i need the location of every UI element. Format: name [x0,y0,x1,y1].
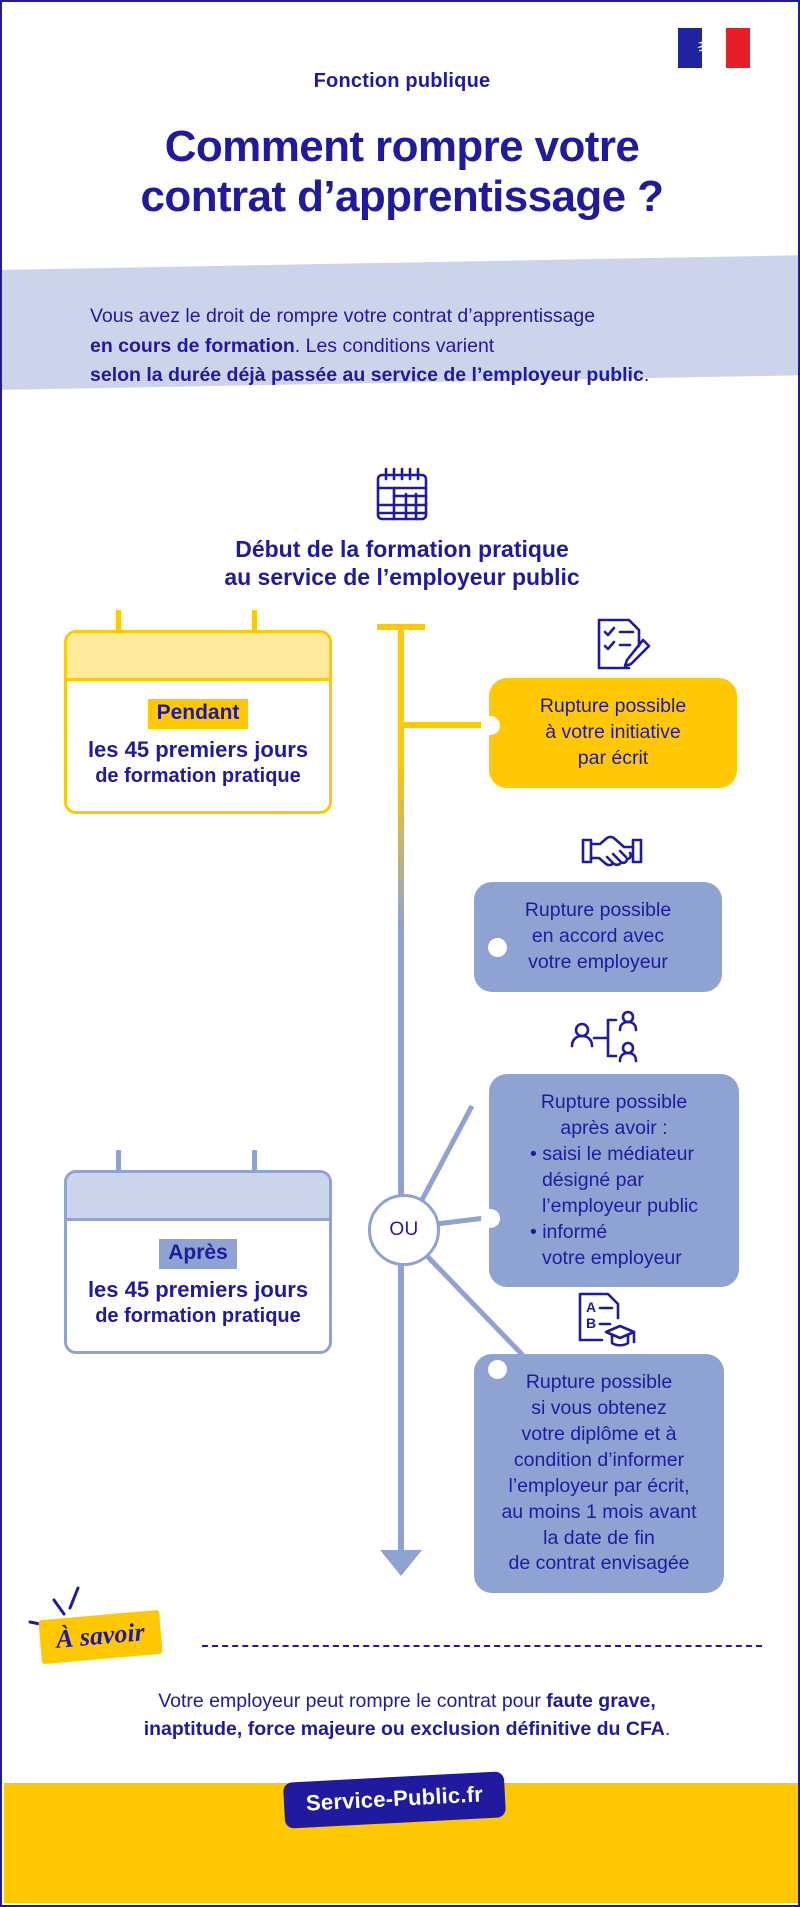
rupture-4-line-8: de contrat envisagée [508,1552,690,1575]
french-flag-icon [678,28,750,68]
a-savoir-text-period: . [664,1717,671,1740]
rupture-3-bullet-1-line-2: désigné par [541,1168,644,1191]
period-line-1: les 45 premiers jours [87,1277,309,1303]
page-title-line-1: Comment rompre votre [164,122,640,171]
a-savoir-badge: À savoir [38,1609,163,1665]
connector-dot-4 [488,1360,507,1379]
ou-label: OU [389,1219,419,1240]
calendar-card-header-bar [67,1173,329,1221]
marianne-silhouette-icon [697,33,717,62]
timeline-heading-line-2: au service de l’employeur public [224,563,580,590]
rupture-3-bullet-list: • saisi le médiateur désigné par l’emplo… [530,1142,698,1272]
timeline-heading-line-1: Début de la formation pratique [235,536,569,562]
a-savoir-text-bold-1: faute grave, [546,1690,656,1712]
period-tag-pendant: Pendant [147,699,249,730]
checklist-pen-icon [597,618,651,670]
flag-white-band [697,28,726,68]
rupture-2-line-1: Rupture possible [524,899,672,921]
calendar-card-text: Pendant les 45 premiers jours de formati… [67,681,329,811]
calendar-card-body: Pendant les 45 premiers jours de formati… [64,630,332,815]
calendar-card-header-bar [67,633,329,681]
rupture-3-intro-line-2: après avoir : [560,1116,668,1139]
diploma-graduation-icon: A B [578,1292,636,1347]
rupture-1-line-2: à votre initiative [545,720,681,743]
calendar-ring-right [252,1150,257,1186]
timeline-vertical-line [398,624,404,1554]
calendar-card-body: Après les 45 premiers jours de formation… [64,1170,332,1355]
rupture-3-bullet-2-line-1: • informé [529,1220,608,1243]
svg-text:B: B [586,1315,596,1331]
rupture-box-1: Rupture possible à votre initiative par … [489,678,737,788]
calendar-card-rings [64,610,332,646]
rupture-4-line-6: au moins 1 mois avant [501,1500,697,1523]
a-savoir-text-plain: Votre employeur peut rompre le contrat p… [158,1690,547,1712]
svg-text:A: A [586,1299,596,1315]
page-title-line-2: contrat d’apprentissage ? [140,172,664,222]
rupture-1-line-3: par écrit [577,746,649,769]
calendar-ring-right [252,610,257,646]
rupture-2-line-2: en accord avec [531,924,665,947]
intro-line-2: en cours de formation. Les conditions va… [90,334,495,357]
calendar-ring-left [116,1150,121,1186]
connector-dot-2 [488,938,507,957]
eyebrow-label: Fonction publique [313,70,491,92]
flag-blue-band [678,28,702,68]
flag-red-band [726,28,750,68]
calendar-card-text: Après les 45 premiers jours de formation… [67,1221,329,1351]
intro-line-3: selon la durée déjà passée au service de… [90,364,650,387]
rupture-3-bullet-1-line-3: l’employeur public [541,1194,699,1217]
rupture-4-line-2: si vous obtenez [531,1396,667,1419]
connector-dot-3 [481,1209,500,1228]
rupture-4-line-4: condition d’informer [513,1448,685,1471]
calendar-icon [376,467,428,521]
rupture-4-line-5: l’employeur par écrit, [508,1474,690,1497]
period-line-2: de formation pratique [95,1305,301,1328]
calendar-card-rings [64,1150,332,1186]
period-line-1: les 45 premiers jours [87,737,309,763]
rupture-4-line-3: votre diplôme et à [521,1422,677,1445]
rupture-3-bullet-1-line-1: • saisi le médiateur [529,1142,694,1165]
rupture-3-intro-line-1: Rupture possible [540,1091,688,1113]
rupture-1-line-1: Rupture possible [539,695,687,717]
a-savoir-text: Votre employeur peut rompre le contrat p… [122,1688,692,1743]
mediation-people-icon [570,1010,638,1063]
handshake-icon [581,835,643,867]
rupture-box-3: Rupture possible après avoir : • saisi l… [489,1074,739,1288]
period-line-2: de formation pratique [95,765,301,788]
rupture-box-4: Rupture possible si vous obtenez votre d… [474,1354,724,1594]
calendar-ring-left [116,610,121,646]
page-title: Comment rompre votre contrat d’apprentis… [2,122,798,222]
rupture-2-line-3: votre employeur [528,950,668,973]
ou-node: OU [368,1194,440,1266]
timeline-heading: Début de la formation pratique au servic… [102,536,702,591]
rupture-3-bullet-2-line-2: votre employeur [541,1246,682,1269]
rupture-4-line-1: Rupture possible [525,1371,673,1393]
period-tag-apres: Après [159,1239,237,1270]
timeline-branch-yellow [398,722,510,728]
connector-dot-1 [481,716,500,735]
a-savoir-text-bold-2: inaptitude, force majeure ou exclusion d… [143,1717,665,1740]
rupture-box-2: Rupture possible en accord avec votre em… [474,882,722,992]
intro-text: Vous avez le droit de rompre votre contr… [90,302,730,391]
intro-line-1: Vous avez le droit de rompre votre contr… [90,305,596,327]
timeline-arrowhead-icon [380,1550,422,1576]
rupture-4-line-7: la date de fin [543,1526,655,1549]
a-savoir-divider [202,1645,762,1647]
